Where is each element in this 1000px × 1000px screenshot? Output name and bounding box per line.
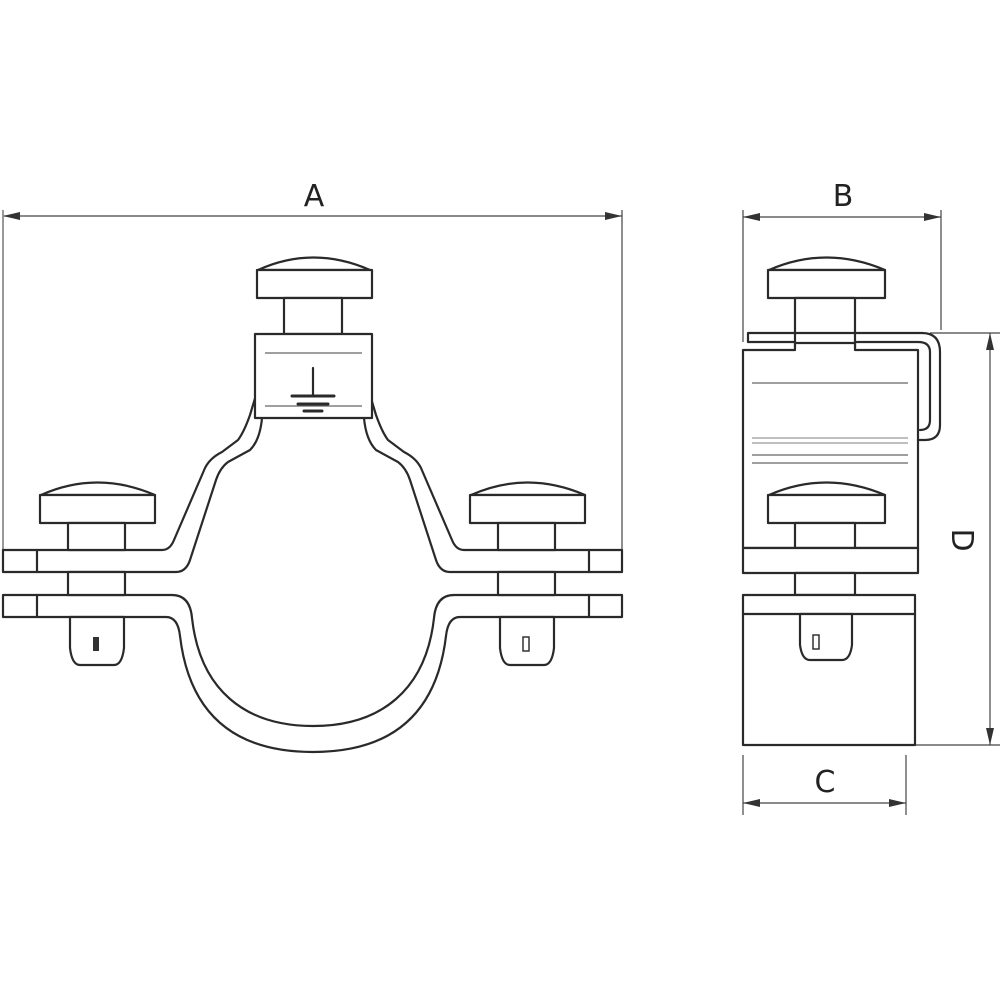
side-lower-block xyxy=(741,593,917,747)
side-top-screw xyxy=(766,256,887,350)
dimension-d-label: D xyxy=(944,528,979,551)
right-screw xyxy=(468,481,587,667)
grounding-block xyxy=(253,332,374,420)
dimension-a: A xyxy=(2,179,623,565)
grounding-screw xyxy=(255,256,374,336)
dimension-d: D xyxy=(915,332,1000,746)
front-view: A xyxy=(1,179,624,754)
dimension-b: B xyxy=(742,179,942,342)
dimension-a-label: A xyxy=(304,179,325,214)
dimension-c: C xyxy=(742,755,907,815)
dimension-b-label: B xyxy=(833,179,854,214)
left-screw xyxy=(38,481,157,667)
ground-symbol-icon xyxy=(290,366,336,413)
side-middle-screw xyxy=(741,481,920,597)
lower-clamp-band xyxy=(1,593,624,754)
side-view: B D C xyxy=(741,179,1000,815)
dimension-c-label: C xyxy=(815,765,836,800)
